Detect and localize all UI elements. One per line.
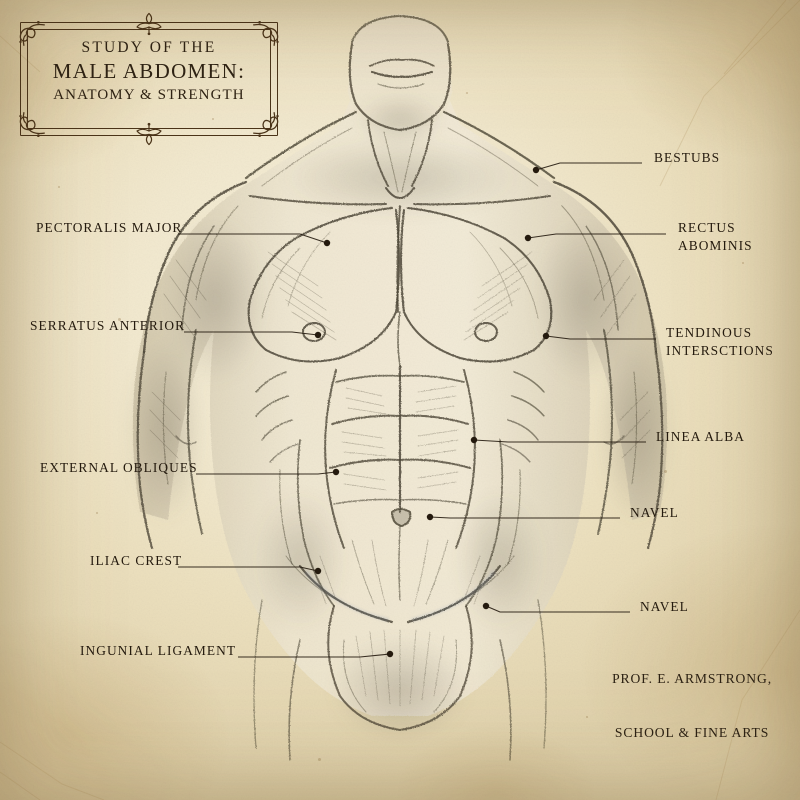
title-line-1: STUDY OF THE [81,39,217,56]
anatomy-label: PECTORALIS MAJOR [36,220,183,235]
leader-line [178,566,319,572]
anatomy-label: NAVEL [630,504,679,522]
leader-endpoint-dot [470,436,478,444]
title-text-block: STUDY OF THE MALE ABDOMEN: ANATOMY & STR… [20,37,278,106]
leader-line [429,516,620,519]
flourish-center-icon [136,122,162,146]
anatomy-label: TENDINOUS INTERSCTIONS [666,324,774,359]
anatomy-label-line: ABOMINIS [678,237,753,253]
anatomy-label: EXTERNAL OBLIQUES [40,460,198,475]
flourish-corner-icon [253,112,279,138]
title-line-2: MALE ABDOMEN: [52,59,246,83]
anatomy-label-line: RECTUS [678,220,736,235]
leader-endpoint-dot [386,650,394,658]
signature-block: PROF. E. ARMSTRONG, SCHOOL & FINE ARTS [612,634,772,778]
anatomy-label: NAVEL [640,598,689,616]
flourish-corner-icon [19,112,45,138]
leader-line [238,653,391,658]
anatomy-label: BESTUBS [654,149,720,167]
anatomy-label-line: BESTUBS [654,150,721,165]
signature-line-1: PROF. E. ARMSTRONG, [612,671,772,686]
anatomy-label: INGUNIAL LIGAMENT [80,643,237,658]
leader-endpoint-dot [542,332,550,340]
leader-endpoint-dot [314,567,322,575]
anatomy-label: LINEA ALBA [656,428,745,446]
leader-line [184,331,319,336]
leader-endpoint-dot [323,239,331,247]
anatomy-label-line: TENDINOUS [666,325,753,340]
leader-line [178,233,328,244]
leader-endpoint-dot [524,234,532,242]
title-cartouche: STUDY OF THE MALE ABDOMEN: ANATOMY & STR… [19,12,279,146]
title-line-3: ANATOMY & STRENGTH [53,87,245,103]
leader-line [196,471,337,475]
leader-line [527,233,666,239]
anatomy-label-line: NAVEL [640,599,689,614]
flourish-corner-icon [19,20,45,46]
anatomy-label: ILIAC CREST [90,553,183,568]
leader-endpoint-dot [482,602,490,610]
leader-line [473,439,646,443]
anatomy-label-line: NAVEL [630,505,679,520]
signature-line-2: SCHOOL & FINE ARTS [614,725,770,740]
anatomy-label-line: INTERSCTIONS [666,342,774,358]
leader-endpoint-dot [426,513,434,521]
anatomy-label-line: LINEA ALBA [656,429,745,444]
cartouche-outer-border [20,22,278,136]
flourish-center-icon [136,12,162,36]
anatomy-label: SERRATUS ANTERIOR [30,318,186,333]
leader-line [535,162,642,171]
flourish-corner-icon [253,20,279,46]
leader-line [485,605,630,613]
leader-line [545,335,656,340]
leader-endpoint-dot [314,331,322,339]
leader-endpoint-dot [532,166,540,174]
anatomy-label: RECTUS ABOMINIS [678,219,753,254]
leader-endpoint-dot [332,468,340,476]
